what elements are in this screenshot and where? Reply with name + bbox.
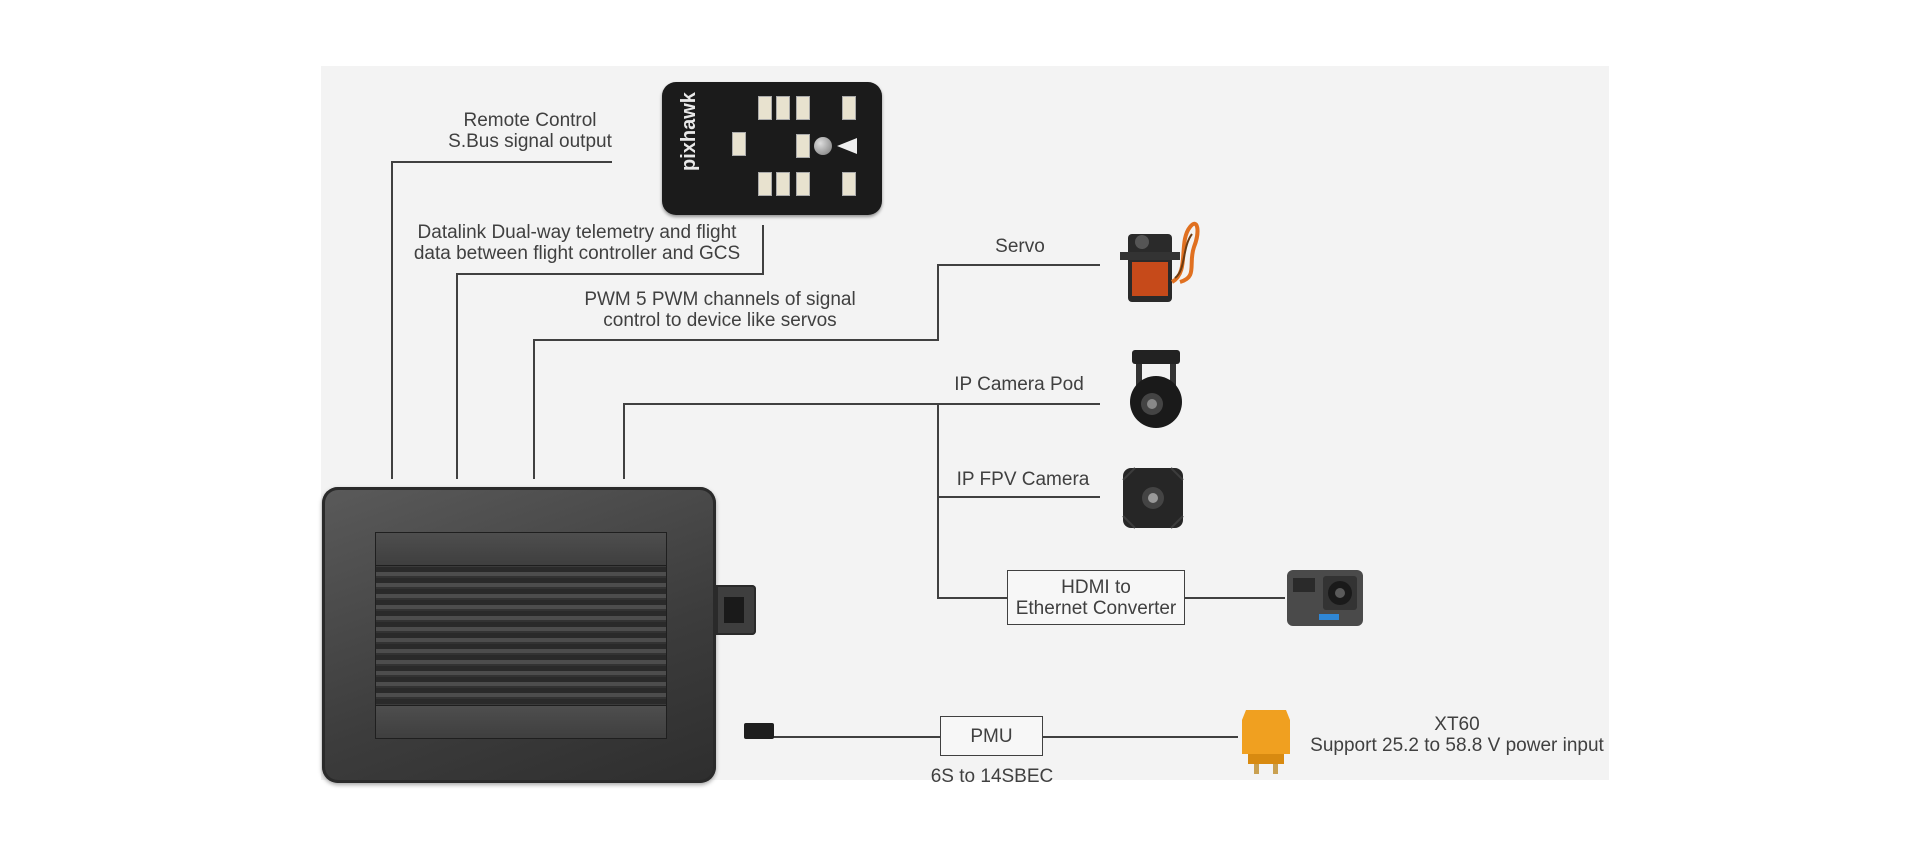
- label-pwm: PWM 5 PWM channels of signal control to …: [584, 289, 856, 331]
- controller-unit: [322, 487, 774, 783]
- pmu-box: PMU: [940, 716, 1043, 756]
- connector: [796, 96, 810, 120]
- fpv-camera-icon: [1122, 467, 1184, 529]
- wire-pwm: [533, 264, 1100, 479]
- wire-ethernet: [623, 403, 1100, 479]
- grille-plate: [376, 705, 666, 738]
- pixhawk-flight-controller: pixhawk: [662, 82, 882, 215]
- label-xt60: XT60 Support 25.2 to 58.8 V power input: [1310, 714, 1604, 756]
- connector: [776, 96, 790, 120]
- label-ip-camera-pod: IP Camera Pod: [954, 374, 1084, 395]
- controller-grille: [375, 532, 667, 739]
- pixhawk-brand-text: pixhawk: [678, 92, 700, 171]
- camera-pod-icon: [1130, 350, 1182, 428]
- label-pmu-sub: 6S to 14SBEC: [930, 766, 1054, 787]
- xt60-connector-icon: [1242, 710, 1290, 774]
- connector: [842, 96, 856, 120]
- connector: [758, 96, 772, 120]
- connector: [776, 172, 790, 196]
- action-camera-icon: [1287, 570, 1363, 626]
- label-ip-fpv-camera: IP FPV Camera: [956, 469, 1090, 490]
- servo-icon: [1120, 221, 1200, 302]
- label-remote-control: Remote Control S.Bus signal output: [448, 110, 612, 152]
- connector: [796, 134, 810, 158]
- wire-datalink: [456, 225, 764, 479]
- power-plug: [744, 723, 774, 739]
- connector: [796, 172, 810, 196]
- heatsink-fins: [376, 567, 666, 704]
- grille-plate: [376, 533, 666, 566]
- side-port: [716, 585, 756, 635]
- label-servo: Servo: [995, 236, 1045, 257]
- wire-ethernet-bus: [937, 404, 1007, 599]
- hdmi-ethernet-converter-box: HDMI to Ethernet Converter: [1007, 570, 1185, 625]
- label-datalink: Datalink Dual-way telemetry and flight d…: [413, 222, 741, 264]
- led-icon: [814, 137, 832, 155]
- connector: [758, 172, 772, 196]
- connector: [732, 132, 746, 156]
- connector: [842, 172, 856, 196]
- wire-remote-control: [391, 161, 612, 479]
- arrow-icon: [837, 138, 857, 154]
